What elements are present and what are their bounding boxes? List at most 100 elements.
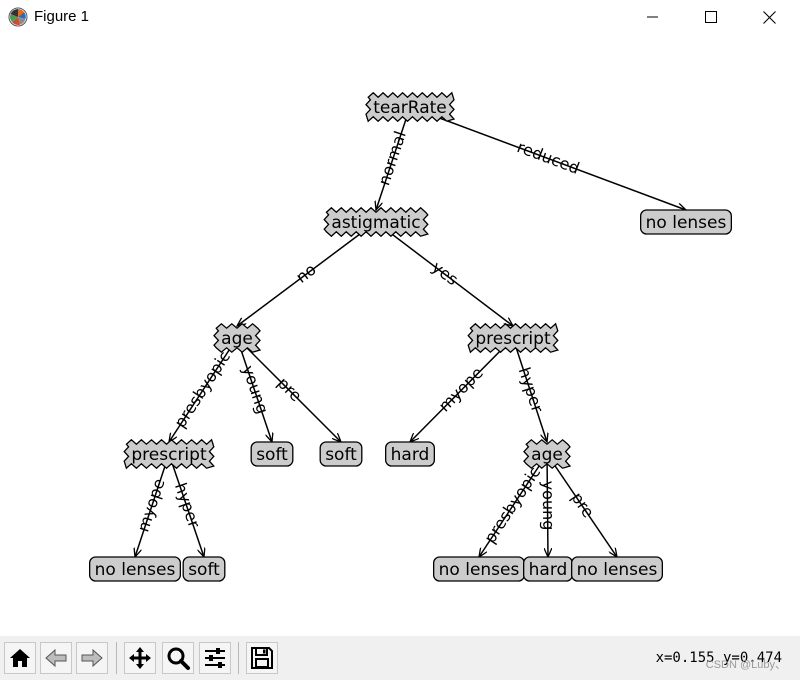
toolbar-separator <box>238 642 239 674</box>
leaf-node: hard <box>523 556 573 582</box>
node-label: soft <box>188 560 220 580</box>
tree-edge <box>376 106 411 210</box>
leaf-node-box <box>385 441 435 467</box>
decision-node-box <box>323 206 429 238</box>
edge-label: hyper <box>171 480 204 530</box>
pan-button[interactable] <box>124 642 156 674</box>
edge-label: myope <box>435 363 487 415</box>
toolbar-separator <box>116 642 117 674</box>
navigation-toolbar: x=0.155 y=0.474 CSDN @Luby、 <box>0 636 800 680</box>
cursor-coordinates: x=0.155 y=0.474 <box>655 650 782 666</box>
decision-node: prescript <box>123 438 215 470</box>
maximize-icon <box>705 11 717 23</box>
node-label: prescript <box>131 445 207 465</box>
matplotlib-logo-icon <box>8 7 28 27</box>
tree-edge <box>409 106 686 210</box>
node-label: astigmatic <box>331 213 420 233</box>
tree-edge <box>236 337 341 442</box>
home-button[interactable] <box>4 642 36 674</box>
tree-edges <box>135 106 686 557</box>
tree-edge <box>169 337 238 442</box>
leaf-node-box <box>639 209 733 235</box>
leaf-node-box <box>250 441 294 467</box>
zoom-button[interactable] <box>162 642 194 674</box>
floppy-disk-icon <box>251 647 273 669</box>
minimize-button[interactable] <box>630 0 676 34</box>
node-label: prescript <box>475 329 551 349</box>
close-button[interactable] <box>746 0 792 34</box>
leaf-node-box <box>319 441 363 467</box>
node-label: no lenses <box>646 213 727 233</box>
minimize-icon <box>647 16 658 18</box>
configure-subplots-button[interactable] <box>199 642 231 674</box>
tree-edge <box>135 453 170 557</box>
edge-label: pre <box>568 489 598 521</box>
leaf-node-box <box>570 556 664 582</box>
leaf-node: no lenses <box>88 556 182 582</box>
leaf-node: no lenses <box>639 209 733 235</box>
tree-edge <box>547 453 548 557</box>
tree-edge <box>375 221 513 326</box>
leaf-node: soft <box>319 441 363 467</box>
tree-edge <box>410 337 514 442</box>
tree-edge <box>168 453 204 557</box>
back-button[interactable] <box>40 642 72 674</box>
leaf-node-box <box>182 556 226 582</box>
tree-edge <box>237 221 377 326</box>
node-label: soft <box>325 445 357 465</box>
node-label: soft <box>256 445 288 465</box>
tree-edge <box>479 453 548 557</box>
decision-node-box <box>123 438 215 470</box>
edge-label: reduced <box>515 137 583 178</box>
tree-edge <box>512 337 547 442</box>
node-label: hard <box>529 560 568 580</box>
edge-label: young <box>239 363 273 416</box>
forward-button[interactable] <box>76 642 108 674</box>
decision-node-box <box>365 91 456 123</box>
leaf-node: no lenses <box>432 556 526 582</box>
edge-label: presbyopic <box>480 463 544 546</box>
title-bar: Figure 1 <box>0 0 800 34</box>
decision-node-box <box>213 322 262 354</box>
tree-edge <box>546 453 617 557</box>
window-title: Figure 1 <box>34 8 90 25</box>
arrow-right-icon <box>81 648 103 668</box>
leaf-node: hard <box>385 441 435 467</box>
edge-label: young <box>539 481 559 531</box>
sliders-icon <box>205 648 225 668</box>
edge-label: pre <box>274 373 306 405</box>
tree-nodes: tearRate astigmatic no lenses age prescript p… <box>88 91 733 582</box>
decision-node: astigmatic <box>323 206 429 238</box>
leaf-node: no lenses <box>570 556 664 582</box>
edge-label: yes <box>428 257 462 289</box>
decision-node: age <box>523 438 572 470</box>
node-label: age <box>531 445 563 465</box>
node-label: age <box>221 329 253 349</box>
decision-node-box <box>523 438 572 470</box>
arrow-left-icon <box>45 648 67 668</box>
decision-node: tearRate <box>365 91 456 123</box>
decision-node: age <box>213 322 262 354</box>
node-label: no lenses <box>577 560 658 580</box>
edge-label: presbyopic <box>170 348 234 432</box>
edge-label: normal <box>374 129 410 188</box>
node-label: hard <box>391 445 430 465</box>
node-label: no lenses <box>95 560 176 580</box>
leaf-node: soft <box>250 441 294 467</box>
decision-node-box <box>467 322 559 354</box>
decision-node: prescript <box>467 322 559 354</box>
leaf-node-box <box>88 556 182 582</box>
node-label: no lenses <box>439 560 520 580</box>
edge-label: hyper <box>515 365 548 415</box>
save-button[interactable] <box>246 642 278 674</box>
edge-label: myope <box>133 476 168 534</box>
leaf-node: soft <box>182 556 226 582</box>
magnifier-icon <box>167 647 190 670</box>
move-icon <box>129 647 151 669</box>
close-icon <box>762 10 776 24</box>
edge-label: no <box>292 260 319 287</box>
maximize-button[interactable] <box>688 0 734 34</box>
